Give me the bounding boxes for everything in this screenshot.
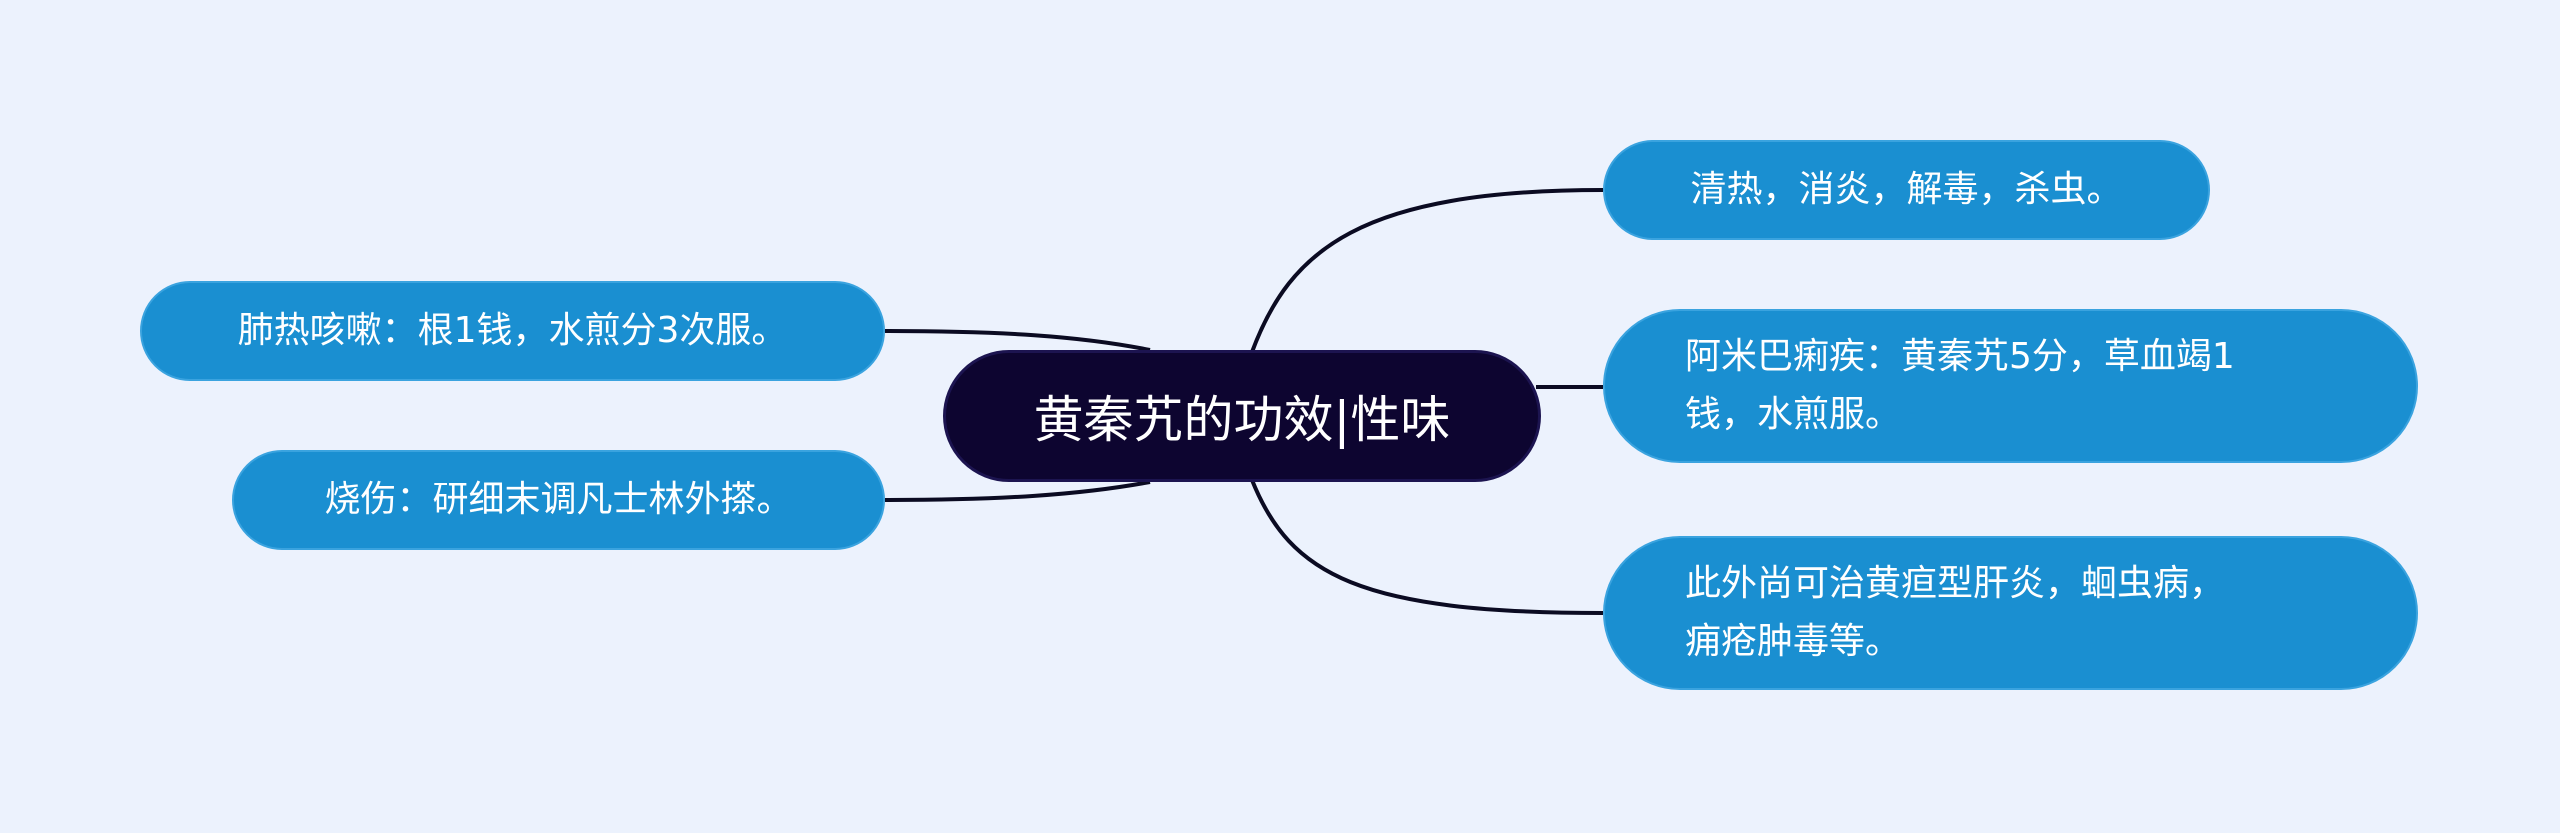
branch-label: 烧伤：研细末调凡士林外搽。: [324, 479, 793, 520]
branch-label: 肺热咳嗽：根1钱，水煎分3次服。: [237, 310, 788, 351]
branch-node-left-2[interactable]: 烧伤：研细末调凡士林外搽。: [232, 450, 885, 550]
branch-label-line-1: 阿米巴痢疾：黄秦艽5分，草血竭1: [1685, 336, 2235, 377]
branch-node-right-1[interactable]: 清热，消炎，解毒，杀虫。: [1603, 140, 2210, 240]
branch-label-line-1: 此外尚可治黄疸型肝炎，蛔虫病，: [1685, 563, 2226, 604]
connector-root-to-right-3: [1250, 479, 1604, 615]
branch-label-line-2: 痈疮肿毒等。: [1685, 621, 1902, 662]
root-node[interactable]: 黄秦艽的功效|性味: [943, 350, 1541, 482]
connector-root-to-right-1: [1250, 188, 1604, 353]
branch-label: 清热，消炎，解毒，杀虫。: [1690, 169, 2123, 210]
branch-label: 此外尚可治黄疸型肝炎，蛔虫病， 痈疮肿毒等。: [1685, 555, 2225, 671]
branch-node-left-1[interactable]: 肺热咳嗽：根1钱，水煎分3次服。: [140, 281, 885, 381]
branch-node-right-3[interactable]: 此外尚可治黄疸型肝炎，蛔虫病， 痈疮肿毒等。: [1603, 536, 2418, 690]
connector-root-to-left-2: [884, 480, 1151, 502]
branch-label-line-2: 钱，水煎服。: [1685, 394, 1902, 435]
connector-root-to-left-1: [884, 329, 1151, 352]
branch-node-right-2[interactable]: 阿米巴痢疾：黄秦艽5分，草血竭1 钱，水煎服。: [1603, 309, 2418, 463]
root-label: 黄秦艽的功效|性味: [1033, 391, 1451, 449]
branch-label: 阿米巴痢疾：黄秦艽5分，草血竭1 钱，水煎服。: [1685, 328, 2235, 444]
